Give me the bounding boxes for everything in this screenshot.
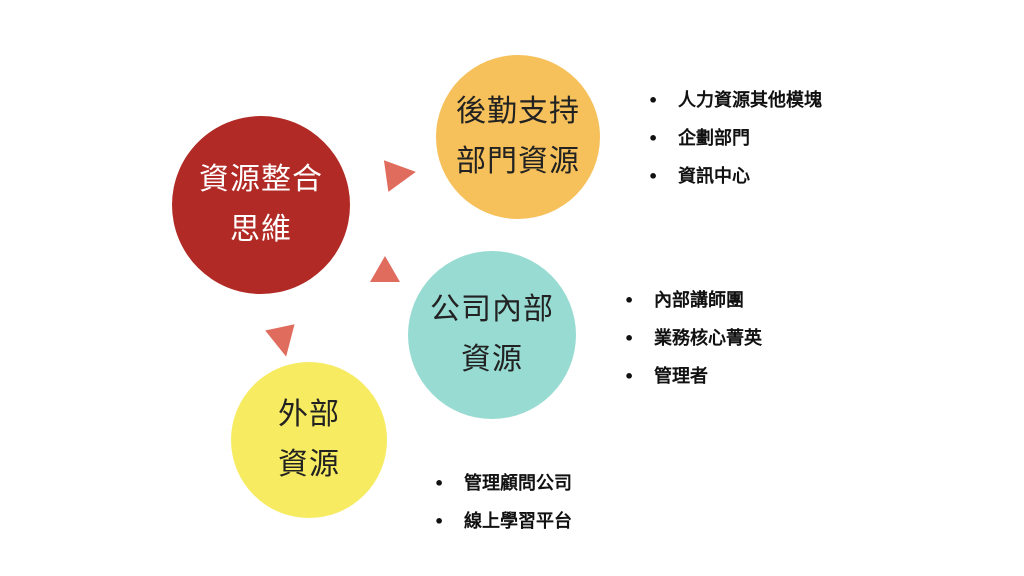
internal-circle-line-2: 資源 — [461, 342, 523, 377]
bullet-icon: • — [648, 167, 659, 186]
list-item-label: 管理者 — [654, 366, 708, 387]
bullet-icon: • — [624, 329, 635, 348]
main-circle-resource-integration: 資源整合 思維 — [172, 116, 350, 294]
arrow-to-external-icon — [265, 324, 301, 360]
list-item-label: 線上學習平台 — [464, 511, 572, 532]
external-resource-list: • 管理顧問公司 • 線上學習平台 — [434, 465, 572, 541]
backup-circle-line-1: 後勤支持 — [456, 94, 580, 129]
bullet-icon: • — [624, 291, 635, 310]
list-item-label: 資訊中心 — [678, 166, 750, 187]
list-item-label: 業務核心菁英 — [654, 328, 762, 349]
external-circle-line-1: 外部 — [278, 397, 340, 432]
internal-circle-line-1: 公司內部 — [430, 292, 554, 327]
bullet-icon: • — [434, 512, 445, 531]
bullet-icon: • — [648, 129, 659, 148]
backup-circle-line-2: 部門資源 — [456, 144, 580, 179]
list-item: • 人力資源其他模塊 — [648, 82, 822, 120]
backup-department-circle: 後勤支持 部門資源 — [436, 55, 600, 219]
list-item-label: 內部講師團 — [654, 290, 744, 311]
arrow-to-main-icon — [370, 256, 400, 282]
external-circle-line-2: 資源 — [278, 447, 340, 482]
list-item: • 業務核心菁英 — [624, 320, 762, 358]
bullet-icon: • — [648, 91, 659, 110]
list-item-label: 管理顧問公司 — [464, 473, 572, 494]
list-item-label: 人力資源其他模塊 — [678, 90, 822, 111]
list-item-label: 企劃部門 — [678, 128, 750, 149]
internal-resource-list: • 內部講師團 • 業務核心菁英 • 管理者 — [624, 282, 762, 396]
main-circle-line-1: 資源整合 — [199, 162, 323, 197]
bullet-icon: • — [434, 474, 445, 493]
backup-resource-list: • 人力資源其他模塊 • 企劃部門 • 資訊中心 — [648, 82, 822, 196]
arrow-to-backup-icon — [383, 156, 419, 192]
main-circle-line-2: 思維 — [230, 212, 292, 247]
list-item: • 企劃部門 — [648, 120, 822, 158]
internal-resource-circle: 公司內部 資源 — [408, 251, 576, 419]
list-item: • 管理者 — [624, 358, 762, 396]
list-item: • 管理顧問公司 — [434, 465, 572, 503]
bullet-icon: • — [624, 367, 635, 386]
external-resource-circle: 外部 資源 — [231, 362, 387, 518]
list-item: • 資訊中心 — [648, 158, 822, 196]
list-item: • 線上學習平台 — [434, 503, 572, 541]
list-item: • 內部講師團 — [624, 282, 762, 320]
